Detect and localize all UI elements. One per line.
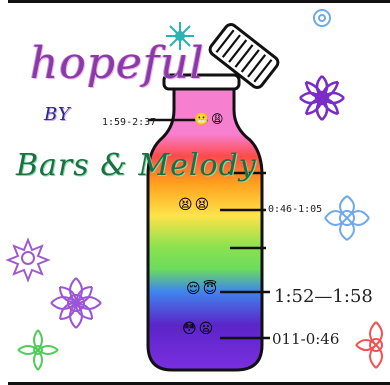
emoji-pair-section-4: 😳 😦 bbox=[182, 322, 213, 336]
song-title: hopeful bbox=[30, 38, 205, 89]
halo-emoji-icon: 😇 bbox=[202, 281, 218, 297]
emoji-pair-section-2: 😫 😫 bbox=[178, 198, 209, 212]
flower-icon bbox=[324, 195, 370, 241]
bottle-body bbox=[146, 87, 264, 372]
emoji-pair-section-3: 😌 😇 bbox=[186, 282, 217, 296]
flower-icon bbox=[17, 329, 59, 371]
flower-icon bbox=[313, 9, 331, 27]
time-label-section-1: 1:59-2:37 bbox=[102, 117, 157, 128]
relieved-emoji-icon: 😌 bbox=[186, 281, 201, 297]
tired-emoji-icon: 😫 bbox=[194, 197, 210, 213]
time-label-section-3: 1:52—1:58 bbox=[274, 286, 373, 307]
flower-icon bbox=[299, 75, 345, 121]
flower-icon bbox=[355, 321, 383, 369]
frown-emoji-icon: 😦 bbox=[198, 321, 214, 337]
flower-icon bbox=[50, 277, 102, 329]
flushed-emoji-icon: 😳 bbox=[182, 321, 197, 337]
flower-icon bbox=[5, 237, 51, 283]
tired-emoji-icon: 😫 bbox=[178, 197, 193, 213]
flower-icon bbox=[166, 22, 194, 50]
weary-emoji-icon: 😩 bbox=[210, 112, 224, 126]
time-label-section-2: 0:46-1:05 bbox=[268, 204, 323, 215]
top-border bbox=[8, 0, 390, 3]
time-markers bbox=[148, 118, 270, 340]
by-label: BY bbox=[44, 104, 71, 125]
time-label-section-4: 011-0:46 bbox=[272, 330, 340, 348]
bottle-cap bbox=[208, 23, 280, 89]
artist-name: Bars & Melody bbox=[16, 148, 257, 183]
bottom-border bbox=[8, 382, 390, 385]
grimace-emoji-icon: 😬 bbox=[194, 112, 209, 126]
emoji-pair-section-1: 😬 😩 bbox=[194, 112, 223, 126]
